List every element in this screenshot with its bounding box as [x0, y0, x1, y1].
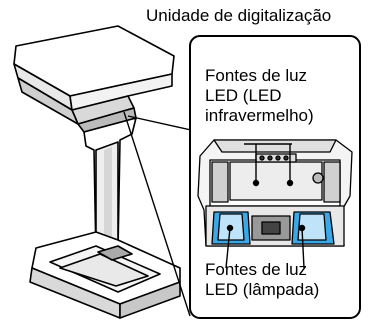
scanner-pole	[83, 117, 137, 259]
lamp-led-label-line-1: Fontes de luz	[205, 260, 308, 279]
lamp-led-label: Fontes de luz LED (lâmpada)	[205, 260, 319, 300]
lamp-led-label-line-2: LED (lâmpada)	[205, 280, 320, 299]
scanner-base	[29, 231, 181, 319]
ir-led-label-line-3: infravermelho)	[205, 106, 314, 125]
scanning-unit-label: Unidade de digitalização	[146, 6, 332, 25]
magnified-scanner-underside	[197, 139, 353, 247]
ir-led-label-line-1: Fontes de luz	[205, 66, 308, 85]
leader-lines	[123, 111, 201, 317]
ir-led-label-line-2: LED (LED	[205, 86, 282, 105]
pointer-lines	[225, 143, 306, 269]
scanner-head	[13, 25, 175, 133]
ir-led-label: Fontes de luz LED (LED infravermelho)	[205, 66, 314, 126]
